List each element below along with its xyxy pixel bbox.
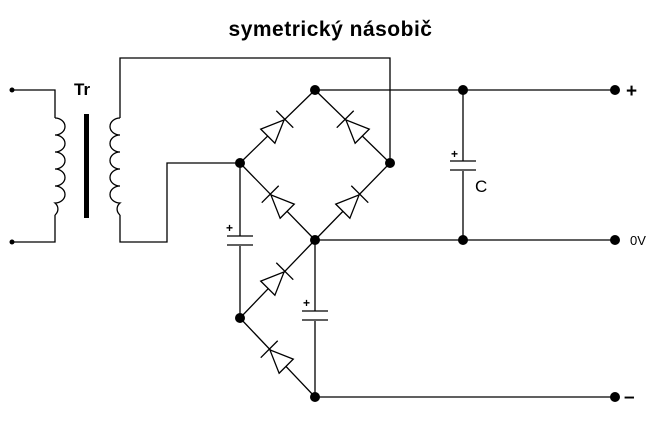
- terminal-minus: –: [610, 387, 635, 408]
- diode-d4: [334, 185, 369, 220]
- capacitor-c2: +: [302, 296, 328, 321]
- capacitor-c2-polarity: +: [303, 296, 310, 310]
- transformer-primary: [9, 87, 66, 245]
- diagram-title: symetrický násobič: [228, 18, 433, 41]
- diode-d2: [336, 110, 371, 145]
- terminal-plus: +: [610, 81, 637, 102]
- terminal-plus-label: +: [626, 81, 637, 102]
- transformer-label: Tr: [74, 80, 90, 99]
- diode-d1: [259, 110, 294, 145]
- diode-d6: [260, 340, 295, 375]
- diode-d5: [259, 262, 294, 297]
- capacitor-c-label: C: [475, 177, 487, 196]
- terminal-minus-label: –: [624, 387, 635, 408]
- bridge-wires: [239, 89, 391, 241]
- capacitor-c1: +: [226, 221, 253, 246]
- terminal-zero-label: 0V: [630, 233, 646, 248]
- diode-d3: [261, 185, 296, 220]
- junction-dots: [235, 85, 468, 402]
- capacitor-c-polarity: +: [451, 147, 458, 161]
- transformer-core: [84, 114, 89, 218]
- capacitor-c: + C: [450, 147, 487, 196]
- transformer-secondary: [109, 57, 391, 243]
- capacitor-c1-polarity: +: [226, 221, 233, 235]
- terminal-zero: 0V: [610, 233, 646, 248]
